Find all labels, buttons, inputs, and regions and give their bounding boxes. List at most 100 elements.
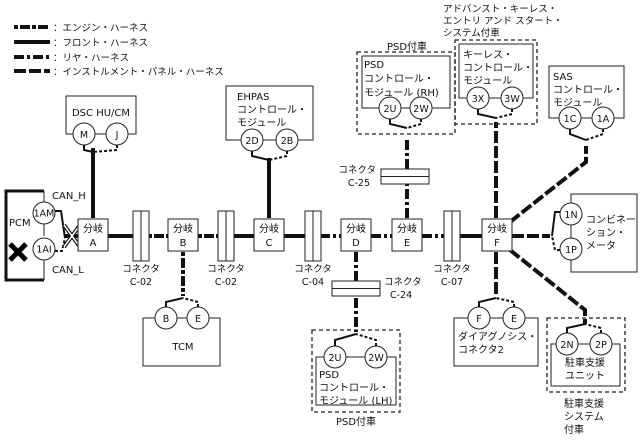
svg-text:PSD付車: PSD付車 <box>387 40 427 53</box>
svg-text:分岐: 分岐 <box>83 222 103 235</box>
svg-text:1P: 1P <box>565 245 577 256</box>
connector-c07: コネクタ C-07 <box>433 210 471 288</box>
svg-text:A: A <box>90 238 97 249</box>
svg-text:2D: 2D <box>245 136 258 147</box>
svg-text:コネクタ: コネクタ <box>294 264 332 275</box>
svg-text:2B: 2B <box>281 136 294 147</box>
svg-text:モジュール: モジュール <box>553 98 602 109</box>
svg-text:PSD付車: PSD付車 <box>336 415 376 428</box>
can-h-label: CAN_H <box>52 191 86 202</box>
svg-text:モジュール: モジュール <box>237 118 286 129</box>
svg-text:付車: 付車 <box>564 423 584 436</box>
wire-f-sas <box>508 146 588 224</box>
svg-text:J: J <box>115 130 119 141</box>
parking-assist-unit: 2N 2P 駐車支援 ユニット 駐車支援 システム 付車 <box>546 317 626 436</box>
svg-text:コネクタ: コネクタ <box>207 264 245 275</box>
svg-text:PSD: PSD <box>319 370 339 381</box>
wire-f-park <box>508 248 587 324</box>
can-h-wire <box>55 210 66 239</box>
svg-text:M: M <box>80 130 88 141</box>
dsc-module: DSC HU/CM M J <box>65 95 137 153</box>
svg-text:E: E <box>511 314 517 325</box>
psd-rh-module: PSD付車 PSD コントロール・ モジュール (RH) 2U 2W <box>356 40 456 135</box>
svg-text:分岐: 分岐 <box>173 222 193 235</box>
combination-meter: 1N 1P コンビネー ション・ メータ <box>551 193 638 273</box>
svg-text:1N: 1N <box>564 210 577 221</box>
svg-text:分岐: 分岐 <box>259 222 279 235</box>
connector-c04: コネクタ C-04 <box>294 210 332 288</box>
svg-text:ユニット: ユニット <box>565 371 605 382</box>
pcm-pin-1am <box>32 201 56 225</box>
svg-text:F: F <box>476 314 481 325</box>
svg-text:E: E <box>195 314 201 325</box>
legend-engine-label: ：エンジン・ハーネス <box>53 23 148 34</box>
svg-text:3W: 3W <box>504 94 520 105</box>
svg-text:C-25: C-25 <box>348 178 370 189</box>
svg-text:コントロール・: コントロール・ <box>553 85 623 96</box>
svg-text:2U: 2U <box>384 104 397 115</box>
can-l-label: CAN_L <box>52 265 84 276</box>
connector-c02-first: コネクタ C-02 <box>122 210 160 288</box>
svg-text:F: F <box>494 238 500 249</box>
svg-text:B: B <box>180 238 187 249</box>
svg-text:C-02: C-02 <box>130 277 152 288</box>
diagnosis-connector-2: F E ダイアグノシス・ コネクタ2 <box>453 297 539 367</box>
legend-inst-label: ：インストルメント・パネル・ハーネス <box>53 67 224 78</box>
svg-text:DSC HU/CM: DSC HU/CM <box>72 108 130 119</box>
svg-text:SAS: SAS <box>553 72 573 83</box>
svg-text:C: C <box>266 238 273 249</box>
connector-c02-second: コネクタ C-02 <box>207 210 245 288</box>
svg-text:C-04: C-04 <box>302 277 324 288</box>
svg-text:モジュール: モジュール <box>463 76 512 87</box>
connector-c24: コネクタ C-24 <box>331 277 422 301</box>
svg-text:コントロール・: コントロール・ <box>319 383 389 394</box>
branch-f: 分岐 F <box>481 218 513 252</box>
svg-text:TCM: TCM <box>171 342 193 353</box>
pcm-label: PCM <box>9 218 31 229</box>
svg-text:ダイアグノシス・: ダイアグノシス・ <box>458 330 537 343</box>
psd-lh-module: 2U 2W PSD コントロール・ モジュール (LH) PSD付車 <box>311 329 401 428</box>
svg-text:分岐: 分岐 <box>397 222 417 235</box>
pcm-pin-1am-label: 1AM <box>34 209 55 220</box>
keyless-module: アドバンスト・キーレス・ エントリ アンド スタート・ システム付車 キーレス・… <box>443 4 563 125</box>
svg-text:駐車支援: 駐車支援 <box>565 356 605 369</box>
branch-b: 分岐 B <box>167 218 199 252</box>
svg-text:C-07: C-07 <box>441 277 463 288</box>
svg-text:分岐: 分岐 <box>487 222 507 235</box>
svg-text:3X: 3X <box>472 94 485 105</box>
pcm-box <box>4 189 44 282</box>
connector-c25: コネクタ C-25 <box>338 165 430 189</box>
svg-text:D: D <box>352 238 360 249</box>
svg-text:エントリ アンド スタート・: エントリ アンド スタート・ <box>443 16 563 27</box>
svg-text:モジュール (RH): モジュール (RH) <box>364 88 439 99</box>
svg-text:コントロール・: コントロール・ <box>463 63 533 74</box>
disconnect-x-icon <box>62 223 82 249</box>
svg-text:2P: 2P <box>595 340 607 351</box>
svg-text:2W: 2W <box>368 353 384 364</box>
branch-d: 分岐 D <box>340 218 372 252</box>
svg-text:コネクタ: コネクタ <box>122 264 160 275</box>
svg-text:コネクタ: コネクタ <box>338 165 376 176</box>
legend: ：エンジン・ハーネス ：フロント・ハーネス ：リヤ・ハーネス ：インストルメント… <box>14 23 224 78</box>
svg-text:1C: 1C <box>564 114 577 125</box>
svg-text:アドバンスト・キーレス・: アドバンスト・キーレス・ <box>443 4 557 15</box>
sas-module: SAS コントロール・ モジュール 1C 1A <box>548 65 625 141</box>
svg-text:EHPAS: EHPAS <box>237 92 269 103</box>
svg-text:システム付車: システム付車 <box>443 27 500 39</box>
svg-text:キーレス・: キーレス・ <box>463 50 513 61</box>
svg-text:2N: 2N <box>560 340 573 351</box>
pcm-module: PCM 1AM 1AI CAN_H CAN_L <box>4 189 86 282</box>
svg-text:1A: 1A <box>597 114 610 125</box>
svg-text:メータ: メータ <box>586 240 616 252</box>
x-mark-icon <box>8 242 28 262</box>
svg-text:分岐: 分岐 <box>346 222 366 235</box>
svg-text:モジュール (LH): モジュール (LH) <box>319 396 392 407</box>
svg-text:E: E <box>404 238 410 249</box>
svg-text:コントロール・: コントロール・ <box>364 74 434 85</box>
svg-text:2U: 2U <box>329 353 342 364</box>
pcm-pin-1ai-label: 1AI <box>36 245 51 256</box>
svg-text:PSD: PSD <box>364 60 384 71</box>
bus-wires <box>91 122 588 332</box>
svg-text:コントロール・: コントロール・ <box>237 105 307 116</box>
legend-rear-label: ：リヤ・ハーネス <box>53 53 129 64</box>
